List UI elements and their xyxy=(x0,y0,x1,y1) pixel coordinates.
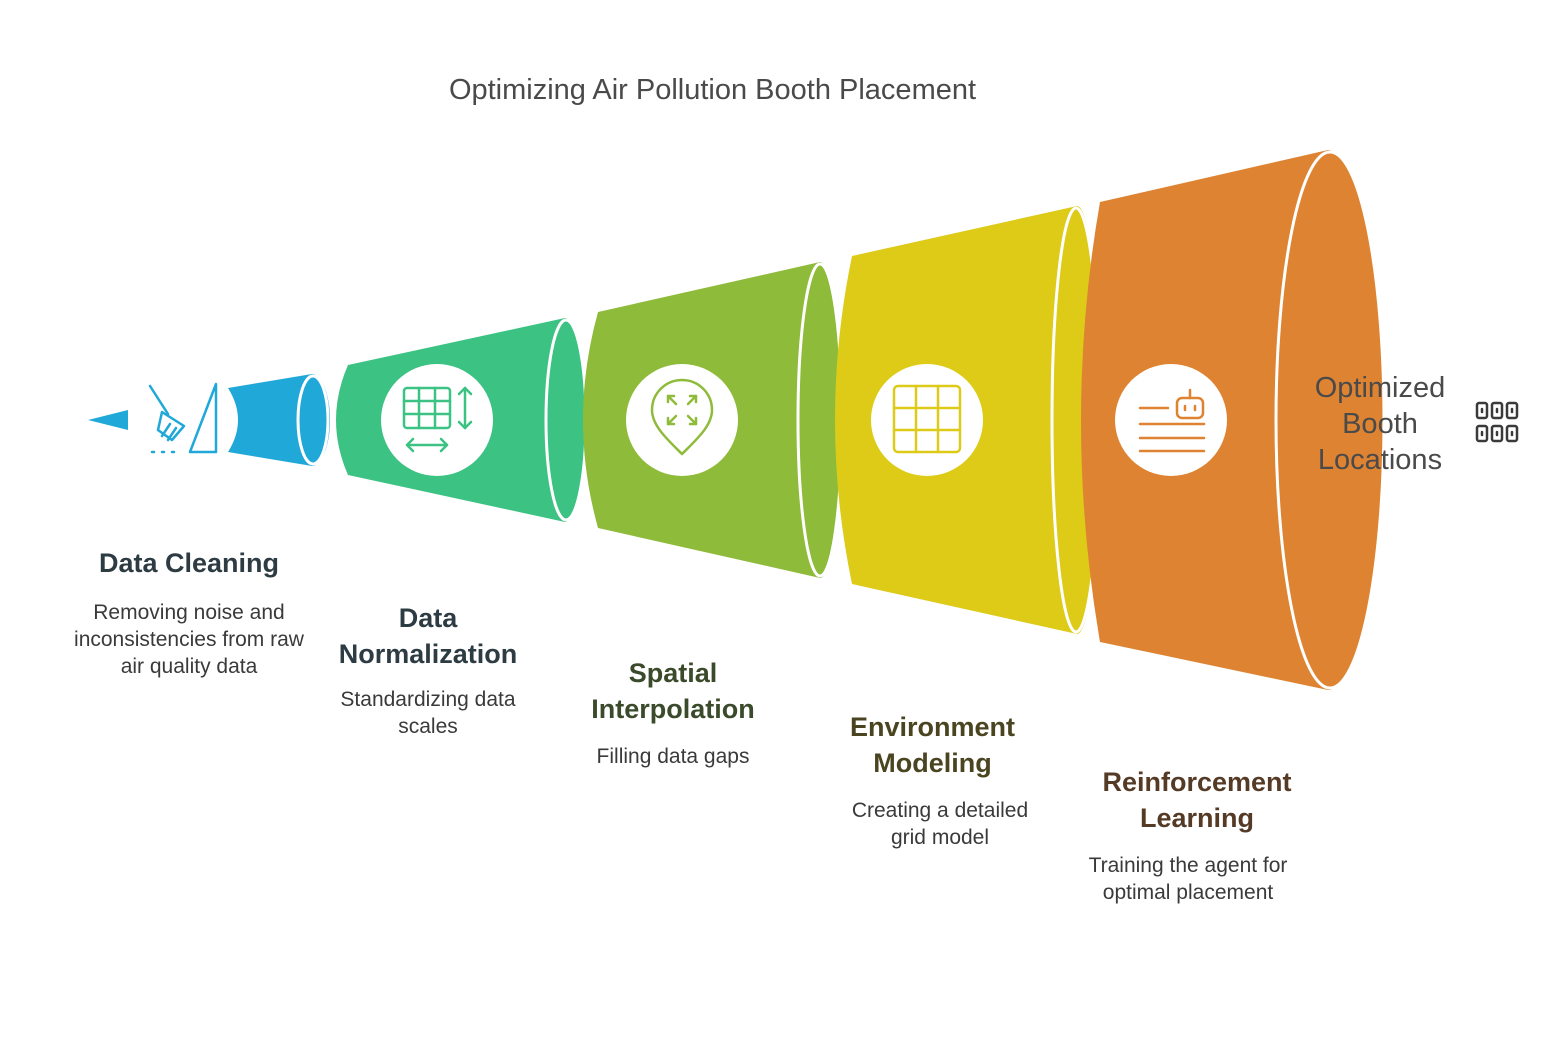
stage-label-interpolation: Spatial Interpolation Filling data gaps xyxy=(568,655,778,770)
stage-label-normalization: Data Normalization Standardizing data sc… xyxy=(318,600,538,740)
stage-heading: Spatial Interpolation xyxy=(591,658,755,724)
stage-label-cleaning: Data Cleaning Removing noise and inconsi… xyxy=(64,545,314,680)
reinforcement-icon-badge xyxy=(1115,364,1227,476)
stage-heading: Reinforcement Learning xyxy=(1102,767,1292,833)
modeling-icon-badge xyxy=(871,364,983,476)
stage-description: Creating a detailed grid model xyxy=(851,799,1029,849)
grid-icon xyxy=(892,384,962,454)
table-resize-icon xyxy=(402,386,473,453)
stage-description: Training the agent for optimal placement xyxy=(1088,854,1288,904)
booth-grid-icon xyxy=(1475,401,1519,443)
funnel-segment-cleaning xyxy=(228,374,330,466)
broom-icon xyxy=(148,382,218,454)
stage-description: Filling data gaps xyxy=(596,745,750,768)
stage-heading: Data Normalization xyxy=(338,603,518,669)
funnel-start-arrow-icon xyxy=(88,410,128,430)
robot-agent-icon xyxy=(1138,388,1206,453)
stage-description: Removing noise and inconsistencies from … xyxy=(74,601,304,678)
map-pin-expand-icon xyxy=(650,378,714,456)
stage-description: Standardizing data scales xyxy=(340,688,516,738)
stage-label-modeling: Environment Modeling Creating a detailed… xyxy=(830,709,1035,851)
normalization-icon-badge xyxy=(381,364,493,476)
outcome-label: Optimized Booth Locations xyxy=(1314,372,1446,476)
interpolation-icon-badge xyxy=(626,364,738,476)
stage-heading: Data Cleaning xyxy=(98,548,280,578)
stage-label-reinforcement: Reinforcement Learning Training the agen… xyxy=(1082,764,1312,906)
stage-heading: Environment Modeling xyxy=(849,712,1016,778)
diagram-title: Optimizing Air Pollution Booth Placement xyxy=(448,74,977,106)
funnel-segment-reinforcement xyxy=(1081,150,1386,690)
